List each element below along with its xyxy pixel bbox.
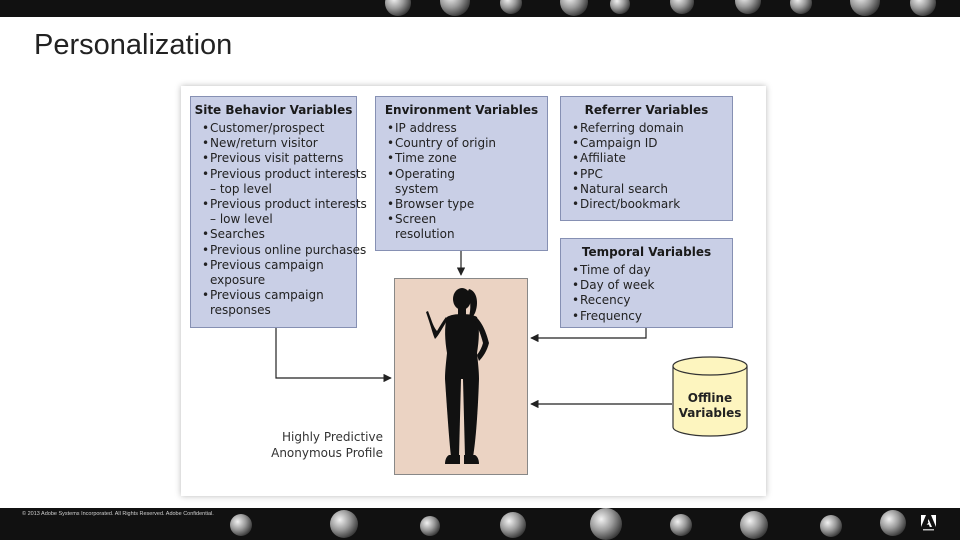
environment-title: Environment Variables	[384, 103, 539, 117]
profile-label-line1: Highly Predictive	[282, 430, 383, 444]
site-behavior-variables-box: Site Behavior Variables Customer/prospec…	[190, 96, 367, 328]
list-item: Day of week	[572, 278, 724, 293]
adobe-logo-icon	[920, 513, 937, 533]
list-item: Previous product interests	[202, 167, 367, 182]
list-item: resolution	[395, 227, 455, 242]
top-decorative-bar	[0, 0, 960, 17]
list-item: Time of day	[572, 263, 724, 278]
list-item: Country of origin	[387, 136, 539, 151]
slide-title: Personalization	[34, 29, 233, 61]
referrer-list: Referring domain Campaign ID Affiliate P…	[561, 121, 732, 212]
environment-list: IP address Country of origin Time zone O…	[376, 121, 547, 243]
list-item: Frequency	[572, 309, 724, 324]
list-item: IP address	[387, 121, 539, 136]
site-behavior-list: Customer/prospect New/return visitor Pre…	[191, 121, 367, 319]
list-item: Browser type	[387, 197, 539, 212]
profile-label: Highly Predictive Anonymous Profile	[268, 430, 383, 461]
list-item: Affiliate	[572, 151, 724, 166]
list-item: Referring domain	[572, 121, 724, 136]
profile-label-line2: Anonymous Profile	[271, 445, 383, 460]
site-behavior-title: Site Behavior Variables	[194, 103, 353, 117]
anonymous-profile-box	[394, 278, 528, 475]
list-item: Natural search	[572, 182, 724, 197]
list-item: Previous campaign	[202, 258, 348, 273]
environment-variables-box: Environment Variables IP address Country…	[375, 96, 548, 251]
temporal-title: Temporal Variables	[581, 245, 712, 259]
list-item: Operating	[387, 167, 539, 182]
list-item: New/return visitor	[202, 136, 348, 151]
list-item: Screen	[387, 212, 539, 227]
temporal-list: Time of day Day of week Recency Frequenc…	[561, 263, 732, 324]
list-item: exposure	[210, 273, 266, 288]
list-item: Direct/bookmark	[572, 197, 724, 212]
referrer-title: Referrer Variables	[584, 103, 709, 117]
list-item: Time zone	[387, 151, 539, 166]
list-item: Customer/prospect	[202, 121, 348, 136]
list-item: Previous product interests	[202, 197, 367, 212]
list-item: Previous visit patterns	[202, 151, 348, 166]
list-item: Previous online purchases	[202, 243, 366, 258]
list-item: responses	[210, 303, 271, 318]
temporal-variables-box: Temporal Variables Time of day Day of we…	[560, 238, 733, 328]
list-item: Searches	[202, 227, 348, 242]
list-item: Campaign ID	[572, 136, 724, 151]
list-item: Recency	[572, 293, 724, 308]
referrer-variables-box: Referrer Variables Referring domain Camp…	[560, 96, 733, 221]
list-item: Previous campaign	[202, 288, 348, 303]
list-item: PPC	[572, 167, 724, 182]
person-silhouette-icon	[426, 288, 489, 464]
list-item: system	[395, 181, 439, 196]
bottom-decorative-bar	[0, 508, 960, 540]
list-item: – low level	[210, 212, 273, 227]
list-item: – top level	[210, 181, 272, 196]
copyright-notice: © 2013 Adobe Systems Incorporated. All R…	[22, 511, 214, 517]
